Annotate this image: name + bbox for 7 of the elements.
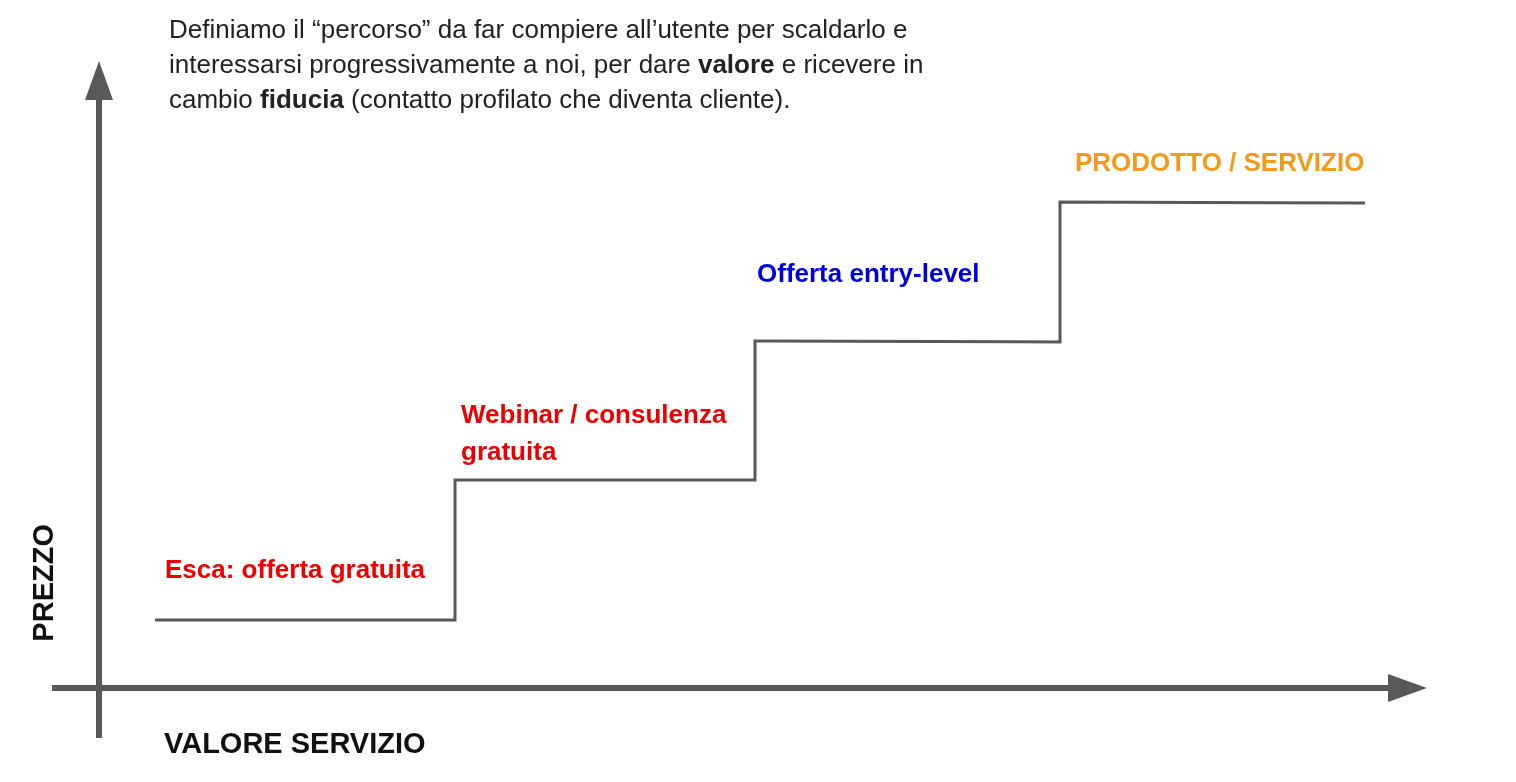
axis-label: VALORE SERVIZIO bbox=[164, 727, 426, 759]
description-text: Definiamo il “percorso” da far compiere all’utente per scaldarlo e interessarsi progressivamente a noi, per dare valore e ricevere in cambio fiducia (contatto profilato che diventa cliente). bbox=[169, 13, 925, 116]
step-label: Webinar / consulenza gratuita bbox=[461, 398, 728, 468]
step-label: PRODOTTO / SERVIZIO bbox=[1075, 146, 1365, 178]
step-label: Offerta entry-level bbox=[757, 257, 980, 289]
axis-label: PREZZO bbox=[27, 524, 59, 642]
step-label: Esca: offerta gratuita bbox=[165, 553, 426, 585]
